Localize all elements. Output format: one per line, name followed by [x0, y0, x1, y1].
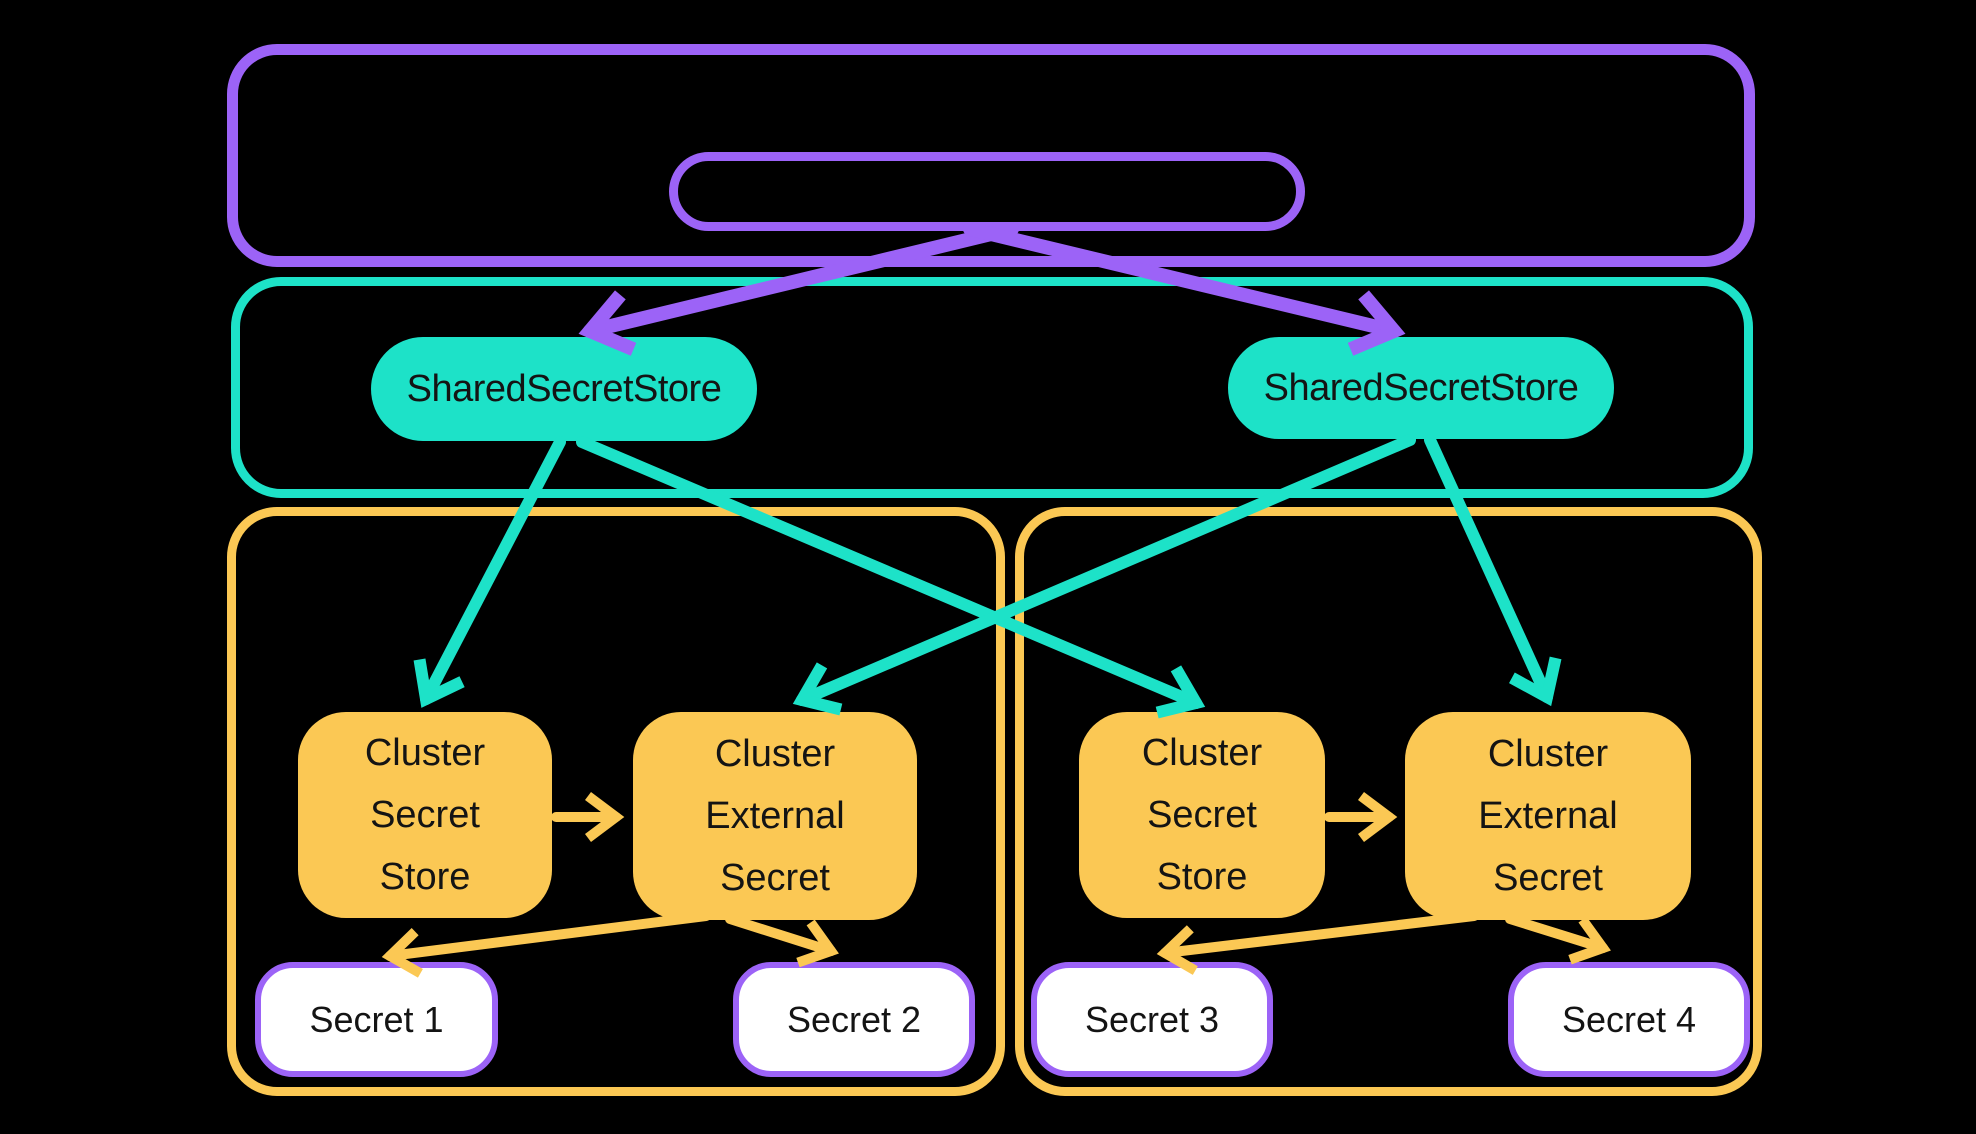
cluster-external-secret-left: Cluster External Secret	[633, 712, 917, 920]
secret-3-label: Secret 3	[1084, 998, 1220, 1040]
cluster-external-secret-right-line-3: Secret	[1493, 857, 1603, 899]
secret-2-label: Secret 2	[786, 998, 922, 1040]
shared-secret-store-right: SharedSecretStore	[1228, 337, 1614, 439]
shared-secret-store-left: SharedSecretStore	[371, 337, 757, 441]
cluster-external-secret-left-line-2: External	[705, 795, 845, 837]
cluster-secret-store-left-line-1: Cluster	[364, 732, 486, 774]
secret-4-label: Secret 4	[1561, 998, 1697, 1040]
secret-2: Secret 2	[733, 962, 975, 1077]
secret-4: Secret 4	[1508, 962, 1750, 1077]
secret-3: Secret 3	[1031, 962, 1273, 1077]
shared-secret-store-left-label: SharedSecretStore	[406, 367, 722, 410]
cluster-external-secret-right: Cluster External Secret	[1405, 712, 1691, 920]
cluster-secret-store-left-line-3: Store	[379, 856, 471, 898]
cluster-secret-store-right-line-1: Cluster	[1141, 732, 1263, 774]
secret-1-label: Secret 1	[309, 998, 444, 1040]
cluster-secret-store-left: Cluster Secret Store	[298, 712, 552, 918]
cluster-external-secret-left-line-1: Cluster	[714, 733, 836, 775]
cluster-external-secret-left-line-3: Secret	[720, 857, 830, 899]
cluster-secret-store-right: Cluster Secret Store	[1079, 712, 1325, 918]
cluster-secret-store-right-line-3: Store	[1156, 856, 1248, 898]
secret-1: Secret 1	[255, 962, 498, 1077]
shared-secret-store-right-label: SharedSecretStore	[1263, 366, 1579, 409]
cluster-secret-store-left-line-2: Secret	[370, 794, 480, 836]
center-pill	[669, 152, 1305, 231]
cluster-secret-store-right-line-2: Secret	[1147, 794, 1257, 836]
cluster-external-secret-right-line-1: Cluster	[1487, 733, 1609, 775]
cluster-external-secret-right-line-2: External	[1478, 795, 1618, 837]
